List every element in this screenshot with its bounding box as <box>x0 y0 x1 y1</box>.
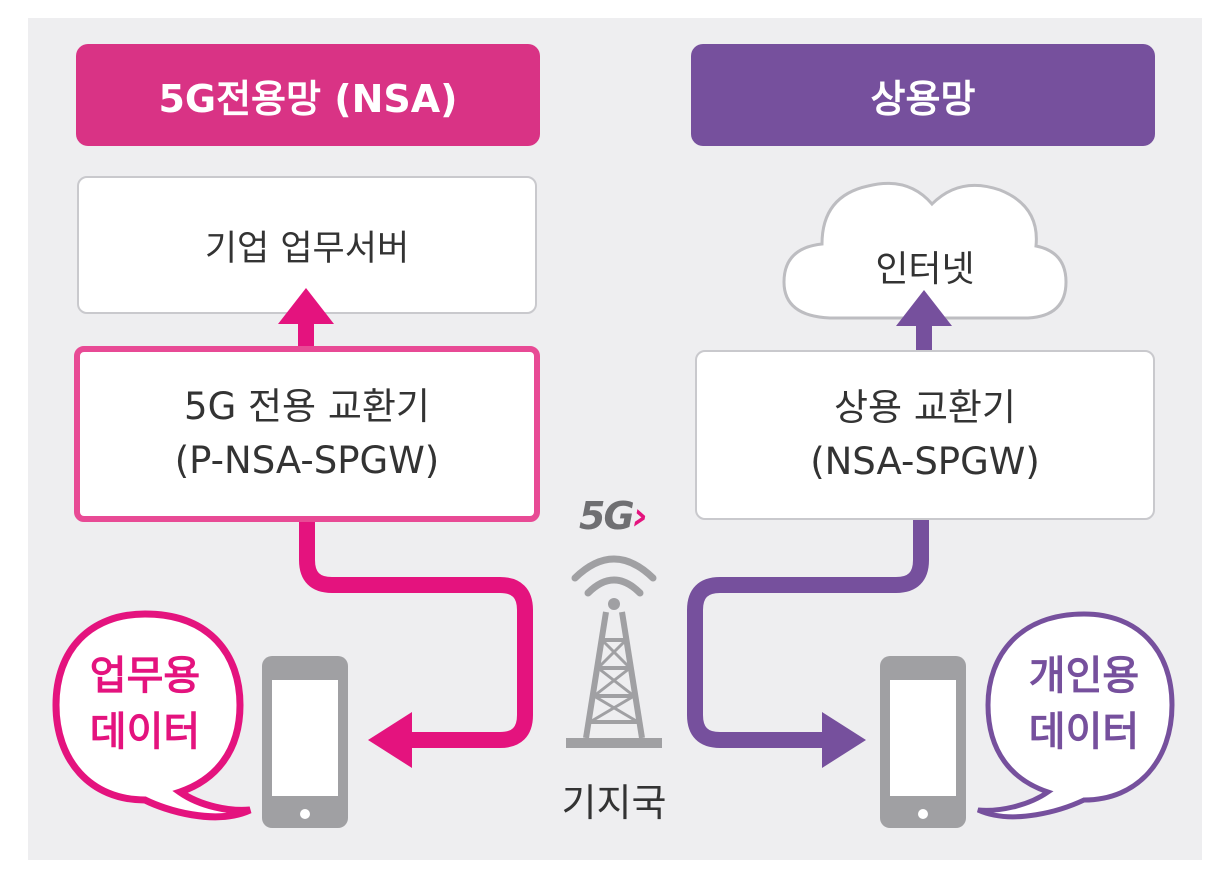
business-data-line1: 업무용 <box>89 653 201 699</box>
left-data-path <box>278 288 533 768</box>
cloud-icon <box>782 181 1068 320</box>
personal-data-line1: 개인용 <box>1028 653 1140 699</box>
wifi-signal-icon <box>571 555 657 610</box>
cell-tower-icon <box>566 611 662 748</box>
5g-dedicated-switch-box: 5G 전용 교환기 (P-NSA-SPGW) <box>74 346 540 522</box>
arrow-icon <box>368 712 412 768</box>
arrow-icon <box>278 288 334 324</box>
switch-right-line2: (NSA-SPGW) <box>810 440 1040 483</box>
left-speech-bubble <box>52 610 252 821</box>
switch-right-line1: 상용 교환기 <box>834 386 1016 429</box>
internet-label: 인터넷 <box>875 249 975 290</box>
personal-data-label: 개인용 데이터 <box>1000 648 1168 760</box>
switch-left-line2: (P-NSA-SPGW) <box>174 439 440 482</box>
right-speech-bubble <box>976 611 1175 820</box>
5g-logo: 5G› <box>579 494 648 538</box>
enterprise-server-label: 기업 업무서버 <box>204 228 410 269</box>
arrow-icon <box>822 712 866 768</box>
left-network-title: 5G전용망 (NSA) <box>76 44 540 146</box>
business-data-line2: 데이터 <box>89 709 201 755</box>
smartphone-icon <box>880 656 966 828</box>
smartphone-icon <box>262 656 348 828</box>
arrow-icon <box>896 290 952 326</box>
right-network-title: 상용망 <box>691 44 1155 146</box>
personal-data-line2: 데이터 <box>1028 709 1140 755</box>
commercial-switch-box: 상용 교환기 (NSA-SPGW) <box>695 350 1155 520</box>
right-data-path <box>687 290 952 768</box>
business-data-label: 업무용 데이터 <box>62 648 228 760</box>
base-station-label: 기지국 <box>561 781 667 825</box>
switch-left-line1: 5G 전용 교환기 <box>184 385 430 428</box>
